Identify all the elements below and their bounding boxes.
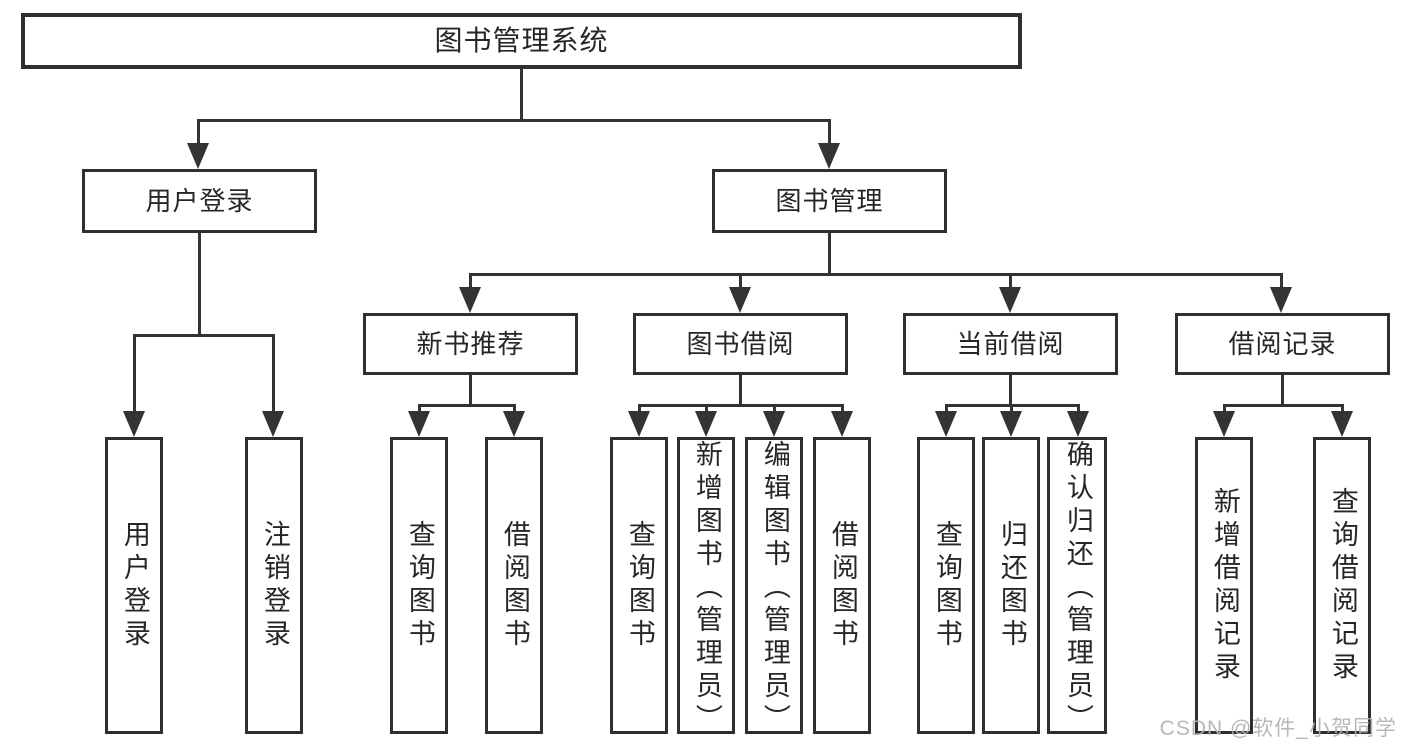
connector-nb-leaf1-line — [418, 404, 421, 414]
node-current-borrow: 当前借阅 — [903, 313, 1118, 375]
connector-cb-leaf1-line — [945, 404, 948, 414]
csdn-watermark: CSDN @软件_小贺同学 — [1159, 717, 1397, 740]
arrow-cb-leaf1 — [935, 411, 957, 437]
node-book-borrow-label: 图书借阅 — [686, 329, 795, 359]
arrow-br-leaf1 — [1213, 411, 1235, 437]
leaf-borrow-books-borrow-label: 借阅图书 — [827, 519, 858, 652]
connector-to-new-book-line — [469, 273, 472, 289]
leaf-confirm-return-admin-label: 确认归还（管理员） — [1062, 440, 1093, 737]
arrow-nb-leaf1 — [408, 411, 430, 437]
arrow-bb-leaf2 — [695, 411, 717, 437]
node-book-borrow: 图书借阅 — [633, 313, 848, 375]
node-borrow-record-label: 借阅记录 — [1228, 329, 1337, 359]
connector-cb-leaf3-line — [1077, 404, 1080, 414]
leaf-add-borrow-record-label: 新增借阅记录 — [1209, 486, 1240, 685]
connector-borrow-record-hline — [1223, 404, 1344, 407]
arrow-leaf-logout — [262, 411, 284, 437]
connector-to-current-borrow-line — [1009, 273, 1012, 289]
connector-bb-leaf3-line — [773, 404, 776, 414]
leaf-borrow-books-borrow: 借阅图书 — [813, 437, 871, 734]
leaf-query-books-current: 查询图书 — [917, 437, 975, 734]
connector-new-book-stem — [469, 375, 472, 407]
connector-book-borrow-hline — [638, 404, 844, 407]
node-book-management: 图书管理 — [712, 169, 947, 233]
arrow-br-leaf2 — [1331, 411, 1353, 437]
node-new-book-recommend-label: 新书推荐 — [416, 329, 525, 359]
leaf-user-login-label: 用户登录 — [119, 519, 150, 652]
leaf-query-books-borrow-label: 查询图书 — [624, 519, 655, 652]
connector-to-borrow-record-line — [1280, 273, 1283, 289]
node-borrow-record: 借阅记录 — [1175, 313, 1390, 375]
leaf-query-books-borrow: 查询图书 — [610, 437, 668, 734]
arrow-to-book-borrow — [729, 287, 751, 313]
leaf-query-borrow-record: 查询借阅记录 — [1313, 437, 1371, 734]
connector-user-login-stem — [198, 233, 201, 337]
arrow-to-new-book — [459, 287, 481, 313]
arrow-to-borrow-record — [1270, 287, 1292, 313]
connector-to-book-mgmt-line — [828, 119, 831, 147]
arrow-bb-leaf3 — [763, 411, 785, 437]
node-current-borrow-label: 当前借阅 — [956, 329, 1065, 359]
node-new-book-recommend: 新书推荐 — [363, 313, 578, 375]
connector-book-borrow-stem — [739, 375, 742, 407]
connector-to-user-login-line — [197, 119, 200, 147]
leaf-query-books-current-label: 查询图书 — [931, 519, 962, 652]
leaf-edit-book-admin: 编辑图书（管理员） — [745, 437, 803, 737]
leaf-edit-book-admin-label: 编辑图书（管理员） — [759, 440, 790, 737]
leaf-add-book-admin-label: 新增图书（管理员） — [691, 440, 722, 737]
leaf-query-books-newbook-label: 查询图书 — [404, 519, 435, 652]
connector-root-hline — [197, 119, 831, 122]
arrow-cb-leaf3 — [1067, 411, 1089, 437]
leaf-borrow-books-newbook-label: 借阅图书 — [499, 519, 530, 652]
arrow-cb-leaf2 — [1000, 411, 1022, 437]
arrow-bb-leaf4 — [831, 411, 853, 437]
leaf-query-borrow-record-label: 查询借阅记录 — [1327, 486, 1358, 685]
node-library-system-label: 图书管理系统 — [434, 25, 609, 56]
connector-leaf-logout-line — [272, 334, 275, 414]
node-library-system: 图书管理系统 — [21, 13, 1022, 69]
connector-borrow-record-stem — [1281, 375, 1284, 407]
connector-br-leaf1-line — [1223, 404, 1226, 414]
leaf-user-login: 用户登录 — [105, 437, 163, 734]
arrow-to-book-mgmt — [818, 143, 840, 169]
connector-user-login-hline — [133, 334, 275, 337]
arrow-to-user-login — [187, 143, 209, 169]
connector-bb-leaf2-line — [705, 404, 708, 414]
leaf-return-book-label: 归还图书 — [996, 519, 1027, 652]
connector-book-mgmt-stem — [828, 233, 831, 276]
connector-new-book-hline — [418, 404, 516, 407]
leaf-return-book: 归还图书 — [982, 437, 1040, 734]
connector-current-borrow-stem — [1009, 375, 1012, 407]
leaf-add-borrow-record: 新增借阅记录 — [1195, 437, 1253, 734]
leaf-borrow-books-newbook: 借阅图书 — [485, 437, 543, 734]
connector-bb-leaf1-line — [638, 404, 641, 414]
leaf-logout: 注销登录 — [245, 437, 303, 734]
connector-leaf-login-line — [133, 334, 136, 414]
connector-to-book-borrow-line — [739, 273, 742, 289]
leaf-add-book-admin: 新增图书（管理员） — [677, 437, 735, 737]
connector-book-mgmt-hline — [469, 273, 1283, 276]
connector-nb-leaf2-line — [513, 404, 516, 414]
arrow-bb-leaf1 — [628, 411, 650, 437]
connector-cb-leaf2-line — [1010, 404, 1013, 414]
connector-bb-leaf4-line — [841, 404, 844, 414]
leaf-confirm-return-admin: 确认归还（管理员） — [1047, 437, 1107, 737]
leaf-query-books-newbook: 查询图书 — [390, 437, 448, 734]
connector-br-leaf2-line — [1341, 404, 1344, 414]
arrow-nb-leaf2 — [503, 411, 525, 437]
node-user-login-label: 用户登录 — [145, 186, 254, 216]
leaf-logout-label: 注销登录 — [259, 519, 290, 652]
connector-root-stem — [520, 69, 523, 121]
arrow-leaf-login — [123, 411, 145, 437]
node-user-login: 用户登录 — [82, 169, 317, 233]
node-book-management-label: 图书管理 — [775, 186, 884, 216]
arrow-to-current-borrow — [999, 287, 1021, 313]
